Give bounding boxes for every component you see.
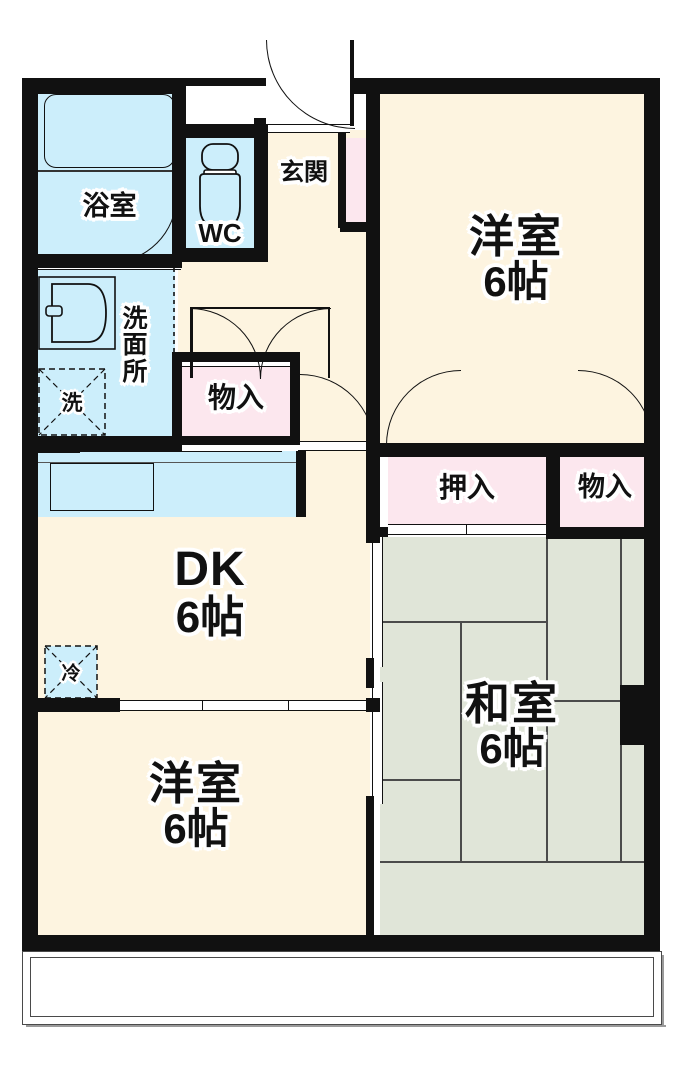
- wall-nub-washitsu-left: [372, 935, 430, 951]
- partition-mullion: [288, 700, 290, 711]
- label-washitsu-size: 6帖: [479, 725, 545, 773]
- label-washroom-line3: 所: [122, 357, 148, 386]
- label-bath-text: 浴室: [82, 191, 137, 221]
- wall-nub-bedroom-sw-right: [300, 935, 372, 951]
- label-dk: DK 6帖: [110, 543, 310, 643]
- wall-nub-washitsu-right: [600, 935, 660, 951]
- label-washitsu-name: 和室: [464, 678, 559, 729]
- counter-edge: [38, 462, 302, 464]
- wall-center-vertical: [366, 443, 380, 543]
- wall-bath-right: [172, 78, 186, 262]
- bath-divider: [38, 170, 181, 172]
- label-dk-size: 6帖: [175, 593, 245, 643]
- tatami-seam: [380, 621, 548, 623]
- label-entrance-text: 玄関: [280, 159, 328, 186]
- wall-dk-north: [22, 443, 80, 453]
- label-hall-storage-text: 物入: [207, 382, 264, 413]
- label-east-storage: 物入: [559, 472, 651, 502]
- wall-bath-bottom: [22, 254, 182, 268]
- wall-center-vertical-bottom: [366, 796, 374, 951]
- label-washroom-line2: 面: [122, 331, 148, 360]
- balcony-shadow-right: [662, 955, 664, 1027]
- closet-fill-east-storage: [559, 455, 651, 530]
- balcony-inner-outline: [30, 957, 654, 1017]
- wall-entrance-shoe-left: [338, 132, 346, 228]
- door-leaf-corridor-right: [327, 308, 331, 378]
- tatami-seam: [546, 700, 652, 702]
- balcony-shadow: [26, 1025, 666, 1027]
- wall-nub-north-left: [380, 78, 434, 94]
- sliding-partition-washitsu-west-lower[interactable]: [372, 682, 383, 804]
- label-bedroom-northeast-name: 洋室: [468, 211, 563, 262]
- sliding-door-mullion: [466, 524, 468, 535]
- label-wc-text: WC: [198, 218, 242, 248]
- wall-dk-bedroom-divider-east: [366, 698, 380, 712]
- wall-wc-top: [172, 124, 266, 138]
- refrigerator-icon: 冷: [44, 645, 98, 699]
- vanity-sink-icon: [38, 276, 116, 350]
- washing-machine-icon: 洗: [38, 368, 106, 436]
- wall-entrance-threshold: [254, 118, 266, 138]
- wall-bedroom-northeast-bottom: [366, 443, 660, 457]
- wall-nub-north-right: [554, 78, 660, 94]
- wall-corridor-east: [366, 232, 380, 444]
- wall-exterior-top-mid: [182, 78, 266, 86]
- label-entrance: 玄関: [266, 160, 342, 185]
- label-bath: 浴室: [38, 191, 181, 221]
- label-washroom-line1: 洗: [122, 305, 148, 333]
- wall-hall-storage-top: [172, 352, 300, 362]
- tatami-seam: [460, 621, 462, 861]
- wall-exterior-top-left: [22, 78, 182, 94]
- label-oshiire: 押入: [388, 472, 546, 503]
- wall-hall-storage-right: [290, 352, 300, 444]
- wall-east-storage-bottom: [546, 527, 660, 539]
- pillar-washitsu-east: [620, 685, 650, 745]
- tatami-seam: [380, 861, 652, 863]
- label-hall-storage: 物入: [180, 382, 292, 413]
- label-wc: WC: [186, 218, 254, 248]
- wall-wc-bottom: [172, 248, 268, 262]
- label-dk-name: DK: [174, 543, 246, 596]
- wall-hall-storage-bottom: [172, 436, 300, 445]
- label-bedroom-southwest-name: 洋室: [148, 758, 243, 809]
- washing-machine-label: 洗: [61, 392, 83, 415]
- label-east-storage-text: 物入: [578, 472, 632, 502]
- sliding-partition-washitsu-west[interactable]: [372, 537, 383, 667]
- wall-nub-bedroom-sw-left: [22, 935, 118, 951]
- wall-hall-storage-left: [172, 352, 182, 444]
- wall-wc-right: [254, 124, 268, 262]
- room-fill-washitsu: [380, 537, 652, 951]
- wall-entrance-shoe-bottom: [340, 222, 380, 232]
- label-bedroom-northeast: 洋室 6帖: [380, 213, 652, 304]
- tatami-seam: [380, 779, 460, 781]
- closet-fill-oshiire: [388, 455, 546, 530]
- wall-exterior-right: [644, 78, 660, 951]
- wall-oshiire-divider: [546, 443, 560, 537]
- wall-entrance-right: [366, 86, 380, 232]
- wall-center-vertical-lower: [366, 658, 374, 688]
- door-head-corridor: [190, 306, 330, 309]
- entrance-threshold: [262, 124, 350, 133]
- toilet-icon: [199, 143, 241, 229]
- wall-exterior-left: [22, 78, 38, 951]
- door-leaf-corridor-left: [190, 308, 193, 378]
- label-bedroom-southwest-size: 6帖: [163, 805, 229, 853]
- label-washroom: 洗 面 所: [112, 306, 158, 385]
- partition-mullion: [202, 700, 204, 711]
- door-leaf-front-entrance: [350, 40, 354, 126]
- wall-dk-bedroom-divider: [22, 698, 120, 712]
- label-oshiire-text: 押入: [438, 472, 495, 503]
- label-bedroom-southwest: 洋室 6帖: [60, 760, 332, 851]
- kitchen-sink-icon: [50, 463, 154, 511]
- tatami-seam: [546, 537, 548, 861]
- room-fill-bedroom-southwest: [30, 708, 370, 951]
- door-arc-front-entrance[interactable]: [266, 40, 355, 129]
- wall-kitchen-counter-right: [296, 451, 306, 517]
- sliding-partition-dk-bedroom[interactable]: [118, 700, 368, 711]
- bathtub-icon: [44, 94, 175, 168]
- refrigerator-label: 冷: [61, 663, 81, 685]
- label-washitsu: 和室 6帖: [398, 680, 626, 771]
- label-bedroom-northeast-size: 6帖: [483, 258, 549, 306]
